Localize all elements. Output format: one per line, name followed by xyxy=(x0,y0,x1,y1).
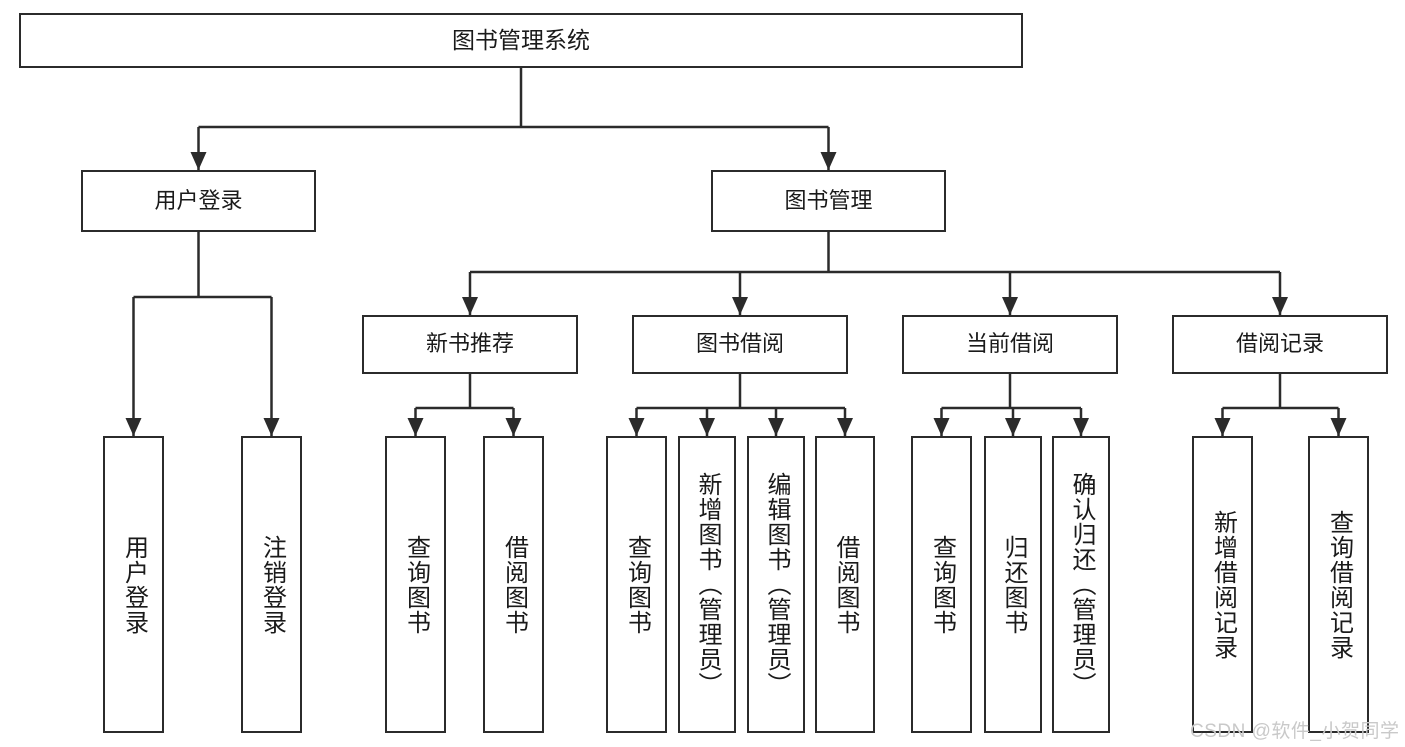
connector-arrowhead xyxy=(1073,418,1089,436)
node-login[interactable]: 用户登录 xyxy=(81,170,316,232)
node-label: 查询图书 xyxy=(402,534,430,635)
connector-arrowhead xyxy=(1214,418,1231,436)
connector-arrowhead xyxy=(933,418,950,436)
node-leaf-borrow-add[interactable]: 新增图书（管理员） xyxy=(678,436,736,733)
connector-arrowhead xyxy=(732,297,748,315)
node-label: 编辑图书（管理员） xyxy=(763,472,790,697)
node-label: 借阅记录 xyxy=(1235,331,1324,357)
node-label: 查询借阅记录 xyxy=(1325,509,1353,660)
connector-arrowhead xyxy=(190,152,207,170)
connector-arrowhead xyxy=(699,418,715,436)
node-label: 注销登录 xyxy=(258,534,286,635)
node-label: 用户登录 xyxy=(154,187,243,213)
connector-arrowhead xyxy=(462,297,478,315)
connector-arrowhead xyxy=(820,152,837,170)
node-label: 查询图书 xyxy=(623,534,651,635)
node-leaf-current-query[interactable]: 查询图书 xyxy=(911,436,972,733)
node-leaf-user-logout[interactable]: 注销登录 xyxy=(241,436,302,733)
node-label: 借阅图书 xyxy=(500,534,528,635)
watermark: CSDN @软件_小贺同学 xyxy=(1190,721,1400,742)
connector-arrowhead xyxy=(263,418,280,436)
node-label: 确认归还（管理员） xyxy=(1068,472,1095,697)
node-records[interactable]: 借阅记录 xyxy=(1172,315,1388,374)
connector-arrowhead xyxy=(505,418,522,436)
connector-arrowhead xyxy=(407,418,424,436)
node-bookmgmt[interactable]: 图书管理 xyxy=(711,170,946,232)
node-label: 新增借阅记录 xyxy=(1209,509,1237,660)
node-leaf-borrow-edit[interactable]: 编辑图书（管理员） xyxy=(747,436,805,733)
connector-arrowhead xyxy=(1005,418,1021,436)
node-label: 新增图书（管理员） xyxy=(694,472,721,697)
connector-arrowhead xyxy=(837,418,853,436)
node-label: 图书管理 xyxy=(784,187,873,213)
node-leaf-borrow-lend[interactable]: 借阅图书 xyxy=(815,436,875,733)
node-leaf-current-confirm[interactable]: 确认归还（管理员） xyxy=(1052,436,1110,733)
node-leaf-current-return[interactable]: 归还图书 xyxy=(984,436,1042,733)
connector-arrowhead xyxy=(1002,297,1018,315)
node-label: 用户登录 xyxy=(120,534,148,635)
node-label: 归还图书 xyxy=(1000,534,1027,635)
node-root[interactable]: 图书管理系统 xyxy=(19,13,1023,68)
node-leaf-rec-query[interactable]: 查询图书 xyxy=(385,436,446,733)
node-recommend[interactable]: 新书推荐 xyxy=(362,315,578,374)
node-leaf-user-login[interactable]: 用户登录 xyxy=(103,436,164,733)
node-label: 借阅图书 xyxy=(832,534,859,635)
connector-arrowhead xyxy=(628,418,645,436)
node-current[interactable]: 当前借阅 xyxy=(902,315,1118,374)
node-label: 图书借阅 xyxy=(695,331,784,357)
node-label: 当前借阅 xyxy=(965,331,1054,357)
node-leaf-record-query[interactable]: 查询借阅记录 xyxy=(1308,436,1369,733)
node-leaf-record-add[interactable]: 新增借阅记录 xyxy=(1192,436,1253,733)
connector-arrowhead xyxy=(1272,297,1288,315)
connector-arrowhead xyxy=(1330,418,1347,436)
node-label: 图书管理系统 xyxy=(452,26,590,53)
node-label: 新书推荐 xyxy=(425,331,514,357)
connector-arrowhead xyxy=(125,418,142,436)
node-leaf-borrow-query[interactable]: 查询图书 xyxy=(606,436,667,733)
connector-arrowhead xyxy=(768,418,784,436)
node-borrow[interactable]: 图书借阅 xyxy=(632,315,848,374)
node-leaf-rec-borrow[interactable]: 借阅图书 xyxy=(483,436,544,733)
node-label: 查询图书 xyxy=(928,534,956,635)
